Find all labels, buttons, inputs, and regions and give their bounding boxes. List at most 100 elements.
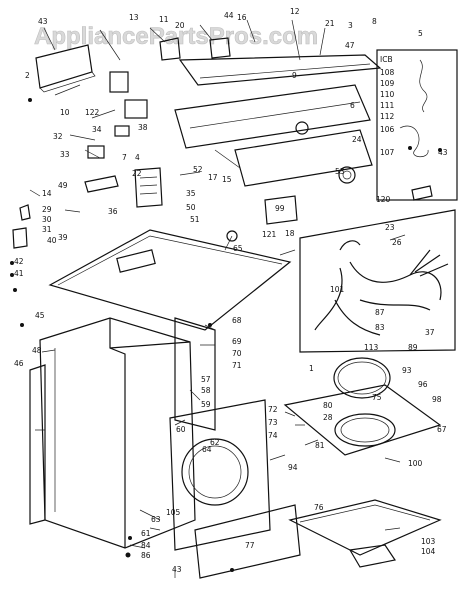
wiring-harness-box: [299, 209, 456, 353]
base-pan: [288, 499, 442, 556]
inset-label-106: 106: [380, 125, 395, 134]
label-51: 51: [190, 215, 200, 224]
label-6: 6: [350, 101, 355, 110]
inset-label-110: 110: [380, 90, 395, 99]
label-77: 77: [245, 541, 255, 550]
label-73: 73: [268, 418, 278, 427]
label-105: 105: [166, 508, 181, 517]
label-49: 49: [58, 181, 68, 190]
label-10: 10: [60, 108, 70, 117]
label-5: 5: [418, 29, 423, 38]
inset-label-108: 108: [380, 68, 395, 77]
label-62: 62: [210, 438, 220, 447]
label-35: 35: [186, 189, 196, 198]
label-122: 122: [85, 108, 100, 117]
label-18: 18: [285, 229, 295, 238]
label-33: 33: [60, 150, 70, 159]
label-32: 32: [53, 132, 63, 141]
inset-label-109: 109: [380, 79, 395, 88]
side-panel: [29, 364, 46, 525]
cabinet-top: [48, 229, 292, 331]
clip-part: [159, 37, 181, 61]
label-84: 84: [141, 541, 151, 550]
label-45: 45: [35, 311, 45, 320]
label-101: 101: [330, 285, 345, 294]
seal-ring: [333, 357, 391, 399]
label-42: 42: [14, 257, 24, 266]
label-63: 63: [151, 515, 161, 524]
label-7: 7: [122, 153, 127, 162]
label-57: 57: [201, 375, 211, 384]
timer-unit: [134, 167, 163, 208]
front-panel: [169, 399, 271, 551]
console-back-panel: [178, 54, 382, 86]
label-40: 40: [47, 236, 57, 245]
label-65: 65: [233, 244, 243, 253]
label-1: 1: [309, 364, 314, 373]
control-knob: [338, 166, 356, 184]
label-96: 96: [418, 380, 428, 389]
label-43: 43: [38, 17, 48, 26]
label-98: 98: [432, 395, 442, 404]
timer-knob: [295, 121, 309, 135]
label-89: 89: [408, 343, 418, 352]
label-36: 36: [108, 207, 118, 216]
label-61: 61: [141, 529, 151, 538]
label-12: 12: [290, 7, 300, 16]
inset-label-112: 112: [380, 112, 395, 121]
label-99: 99: [275, 204, 285, 213]
label-80: 80: [323, 401, 333, 410]
console-front-panel: [174, 84, 371, 149]
label-26: 26: [392, 238, 402, 247]
switch-block: [109, 71, 129, 93]
label-11: 11: [159, 15, 169, 24]
label-104: 104: [421, 547, 436, 556]
label-113: 113: [364, 343, 379, 352]
bracket-lower: [264, 195, 298, 225]
rear-brace: [174, 317, 216, 431]
label-69: 69: [232, 337, 242, 346]
label-37: 37: [425, 328, 435, 337]
label-4: 4: [135, 153, 140, 162]
label-60: 60: [176, 425, 186, 434]
label-103: 103: [421, 537, 436, 546]
label-23: 23: [385, 223, 395, 232]
toe-kick: [194, 504, 301, 579]
label-72: 72: [268, 405, 278, 414]
label-81: 81: [315, 441, 325, 450]
label-15: 15: [222, 175, 232, 184]
label-68: 68: [232, 316, 242, 325]
inset-label-111: 111: [380, 101, 395, 110]
label-87: 87: [375, 308, 385, 317]
console-end-cap: [35, 44, 93, 89]
label-50: 50: [186, 203, 196, 212]
label-3: 3: [348, 21, 353, 30]
label-46: 46: [14, 359, 24, 368]
inset-label-43: 43: [438, 148, 448, 157]
label-67: 67: [437, 425, 447, 434]
switch-housing: [124, 99, 148, 119]
inset-label-icb: ICB: [380, 55, 393, 64]
label-86: 86: [141, 551, 151, 560]
door-opening: [181, 438, 249, 506]
label-93: 93: [402, 366, 412, 375]
bracket: [84, 175, 119, 193]
label-52: 52: [193, 165, 203, 174]
label-47: 47: [345, 41, 355, 50]
label-64: 64: [202, 445, 212, 454]
label-75: 75: [372, 393, 382, 402]
label-58: 58: [201, 386, 211, 395]
label-48: 48: [32, 346, 42, 355]
label-120: 120: [376, 195, 391, 204]
label-22: 22: [132, 169, 142, 178]
label-70: 70: [232, 349, 242, 358]
label-43-bottom: 43: [172, 565, 182, 574]
label-41: 41: [14, 269, 24, 278]
label-2: 2: [25, 71, 30, 80]
label-83: 83: [375, 323, 385, 332]
label-13: 13: [129, 13, 139, 22]
label-34: 34: [92, 125, 102, 134]
inset-label-107: 107: [380, 148, 395, 157]
label-24: 24: [352, 135, 362, 144]
